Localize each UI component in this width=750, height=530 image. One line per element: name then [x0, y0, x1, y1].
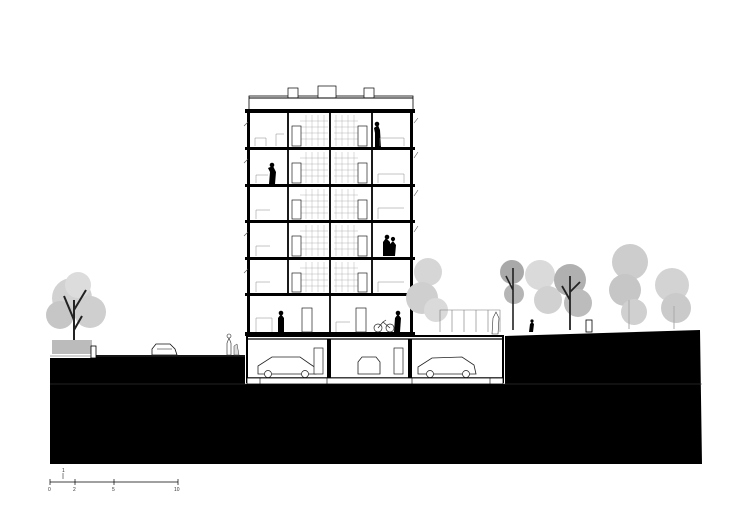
- people-silhouettes: [268, 121, 534, 332]
- tree-left: [46, 272, 106, 354]
- people-entry: [226, 333, 240, 356]
- interior-furniture: [254, 133, 405, 332]
- trees-right: [406, 244, 691, 335]
- pillar-left: [90, 345, 97, 359]
- scale-bar-label-5: 5: [112, 487, 115, 493]
- building-structure: [243, 85, 419, 336]
- scale-bar-north-mark: 1: [62, 468, 65, 474]
- car-street-left: [151, 343, 178, 356]
- basement-garage: [246, 335, 504, 385]
- scale-bar: 1 0 2 5 10: [48, 468, 180, 493]
- scale-bar-label-0: 0: [48, 487, 51, 493]
- scale-bar-label-2: 2: [73, 487, 76, 493]
- bicycle: [373, 319, 395, 333]
- scale-bar-label-10: 10: [174, 487, 180, 493]
